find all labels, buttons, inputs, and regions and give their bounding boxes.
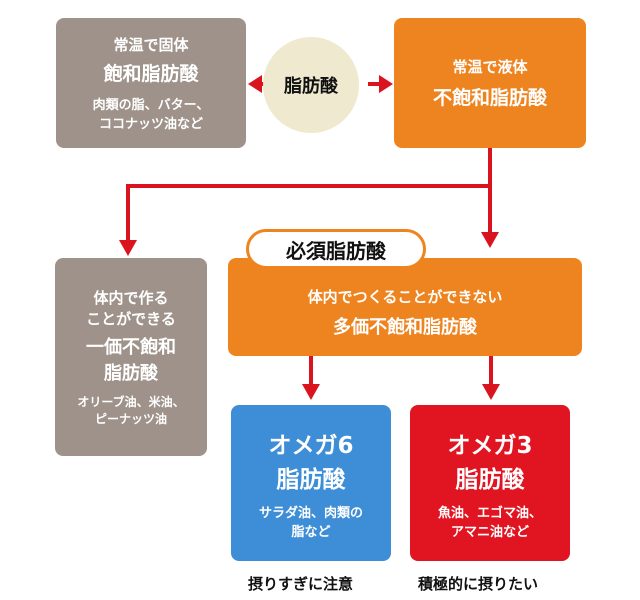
omega3-caption: 積極的に摂りたい [418,575,539,593]
fatty-acid-circle: 脂肪酸 [263,37,359,133]
mono-name-1: 一価不飽和 [86,337,176,358]
polyunsaturated-box: 体内でつくることができない 多価不飽和脂肪酸 [228,258,582,356]
arrowhead-omega6-icon [302,384,320,400]
omega6-example-2: 脂など [291,525,331,540]
monounsaturated-box: 体内で作る ことができる 一価不飽和 脂肪酸 オリーブ油、米油、 ピーナッツ油 [55,258,207,456]
omega3-box: オメガ3 脂肪酸 魚油、エゴマ油、 アマニ油など [410,405,570,561]
omega3-name-2: 脂肪酸 [455,467,525,493]
mono-note-1: 体内で作る [93,289,169,307]
mono-example-1: オリーブ油、米油、 [77,395,185,409]
arrowhead-saturated-icon [248,75,262,93]
saturated-note: 常温で固体 [113,36,189,54]
omega3-example-1: 魚油、エゴマ油、 [437,506,542,521]
mono-example-2: ピーナッツ油 [94,412,167,426]
saturated-example-1: 肉類の脂、バター、 [92,98,210,113]
omega6-name-1: オメガ6 [268,433,354,459]
omega6-box: オメガ6 脂肪酸 サラダ油、肉類の 脂など [231,405,391,561]
omega6-name-2: 脂肪酸 [276,467,346,493]
poly-name: 多価不飽和脂肪酸 [333,316,477,338]
arrowhead-unsaturated-icon [379,75,393,93]
poly-note: 体内でつくることができない [307,287,503,306]
arrowhead-mono-icon [119,240,137,256]
essential-tag-label: 必須脂肪酸 [286,238,386,263]
saturated-name: 飽和脂肪酸 [103,63,199,85]
omega3-example-2: アマニ油など [450,525,529,540]
arrowhead-omega3-icon [482,384,500,400]
essential-tag: 必須脂肪酸 [246,229,426,269]
unsaturated-name: 不飽和脂肪酸 [432,87,547,109]
saturated-fat-box: 常温で固体 飽和脂肪酸 肉類の脂、バター、 ココナッツ油など [56,18,246,148]
saturated-example-2: ココナッツ油など [98,117,203,132]
mono-name-2: 脂肪酸 [104,363,158,384]
omega6-example-1: サラダ油、肉類の [258,506,363,521]
arrowhead-essential-icon [481,232,499,248]
omega6-caption: 摂りすぎに注意 [248,575,354,593]
fatty-acid-label: 脂肪酸 [284,76,338,97]
unsaturated-fat-box: 常温で液体 不飽和脂肪酸 [394,18,586,148]
unsaturated-note: 常温で液体 [452,58,528,76]
mono-note-2: ことができる [86,310,176,328]
omega3-name-1: オメガ3 [447,433,533,459]
